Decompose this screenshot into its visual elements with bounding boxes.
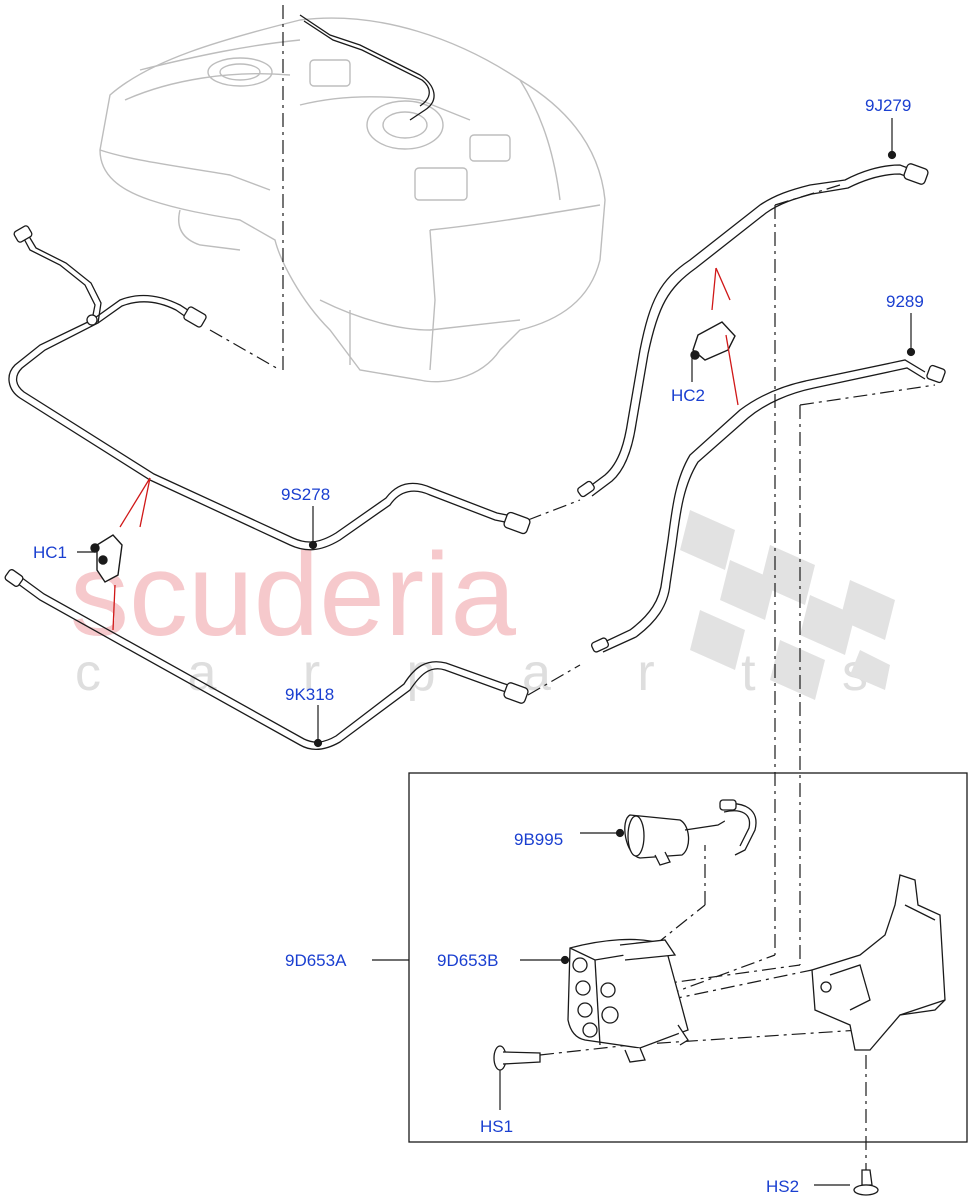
callout-9k318: 9K318 xyxy=(285,685,334,704)
callout-9d653a: 9D653A xyxy=(285,951,347,970)
clip-hc2 xyxy=(690,321,736,361)
pipe-9s278-connectors xyxy=(13,225,531,535)
pipe-9s278 xyxy=(8,232,523,551)
callout-labels: 9J279 9289 HC2 9S278 HC1 9K318 9B995 9D6… xyxy=(33,96,924,1196)
callout-leaders xyxy=(77,118,916,1186)
fuel-tank-illustration xyxy=(99,17,606,383)
canister-assembly-box xyxy=(408,772,968,1143)
checkered-flag-watermark xyxy=(680,510,895,700)
pipe-9j279 xyxy=(584,164,919,497)
pipe-9289-connectors xyxy=(590,364,946,653)
tank-vapour-hose xyxy=(299,14,435,121)
callout-hc2: HC2 xyxy=(671,386,705,405)
pipe-9k318-connectors xyxy=(4,569,529,704)
canister-9d653b xyxy=(567,938,689,1063)
callout-9d653b: 9D653B xyxy=(437,951,498,970)
fastener-hs2 xyxy=(853,1169,879,1196)
watermark-main: scuderia xyxy=(70,529,516,661)
watermark: scuderia c a r p a r t s xyxy=(70,510,895,702)
canister-bracket xyxy=(811,874,946,1051)
clip-pointer-lines xyxy=(112,267,739,631)
callout-hs2: HS2 xyxy=(766,1177,799,1196)
callout-hc1: HC1 xyxy=(33,543,67,562)
fastener-hs1 xyxy=(493,1045,541,1071)
pipe-9j279-connectors xyxy=(577,163,929,498)
filter-9b995 xyxy=(624,799,757,866)
pipe-9289 xyxy=(597,359,926,653)
callout-9b995: 9B995 xyxy=(514,830,563,849)
pipe-9k318 xyxy=(9,571,518,750)
callout-9j279: 9J279 xyxy=(865,96,911,115)
callout-hs1: HS1 xyxy=(480,1117,513,1136)
clip-hc1 xyxy=(90,534,123,583)
callout-9289: 9289 xyxy=(886,292,924,311)
callout-9s278: 9S278 xyxy=(281,485,330,504)
